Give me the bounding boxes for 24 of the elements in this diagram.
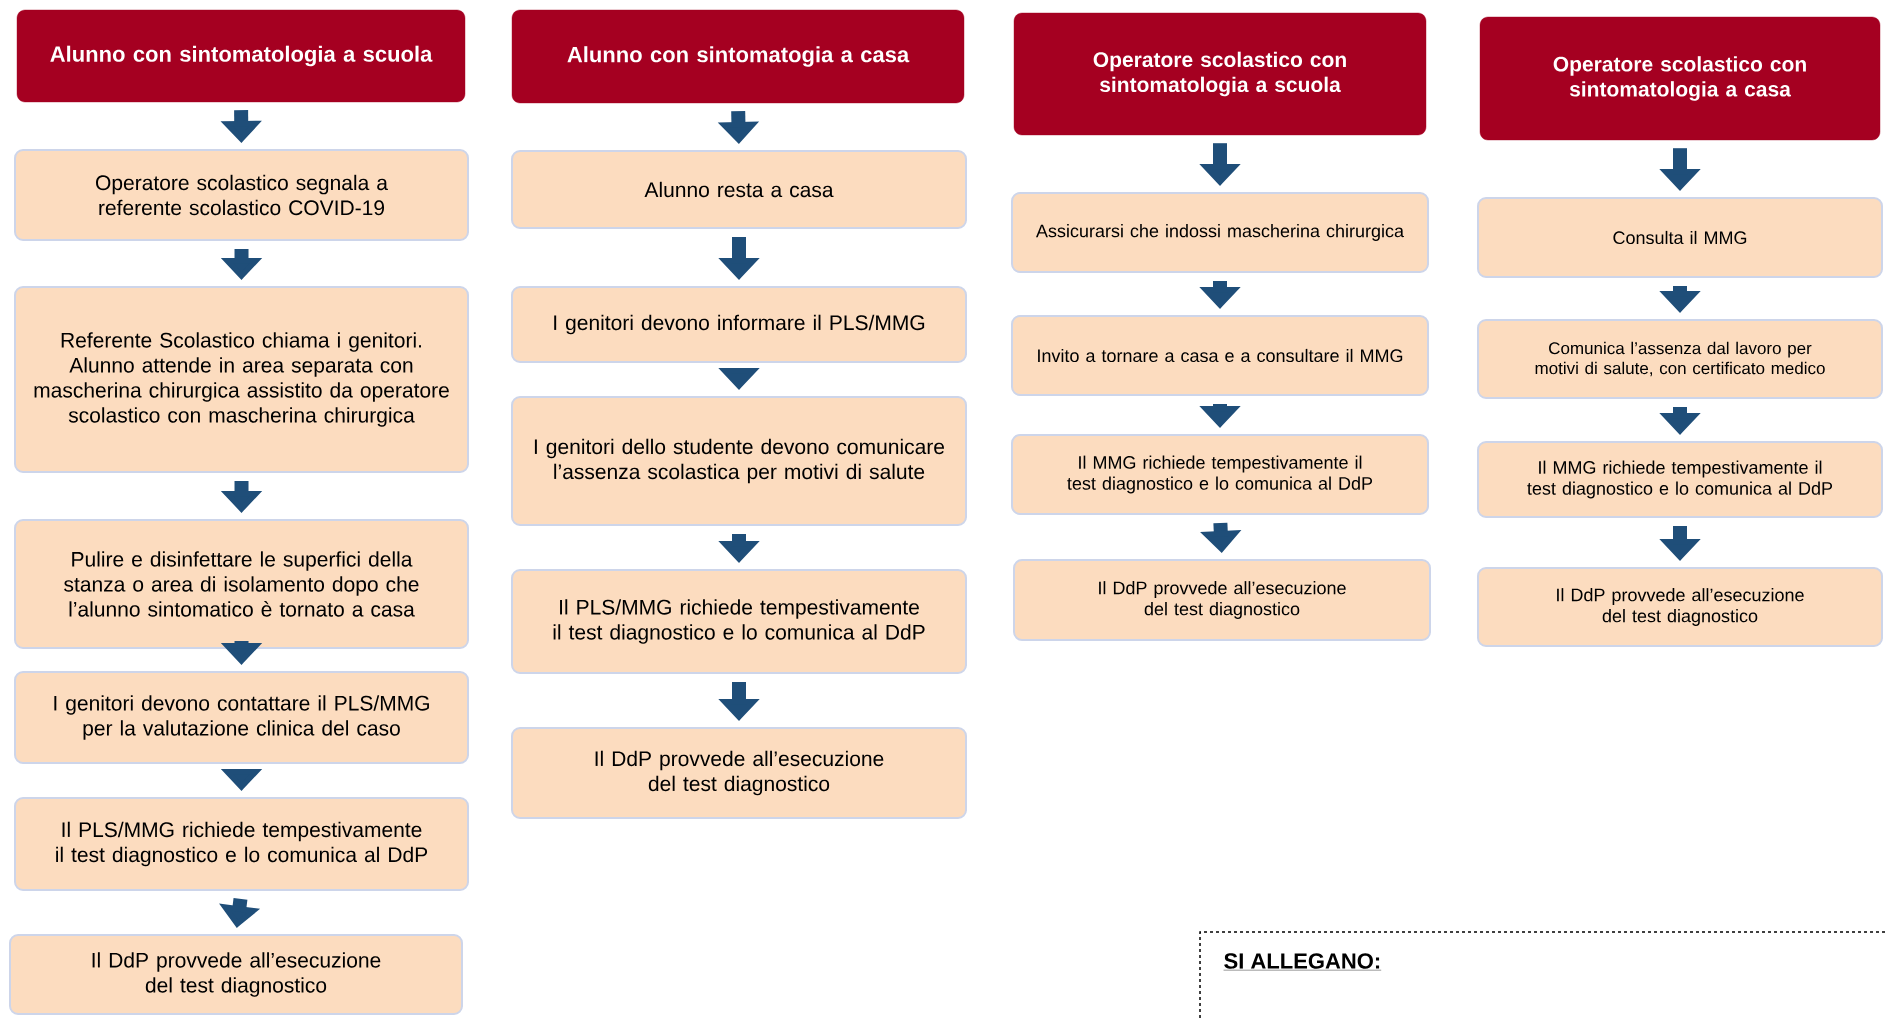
process-box: Il DdP provvede all’esecuzione del test diagnostico: [1013, 559, 1431, 641]
process-box: I genitori devono contattare il PLS/MMG per la valutazione clinica del caso: [14, 671, 469, 764]
header-box: Alunno con sintomatogia a casa: [511, 9, 965, 104]
process-box: Il PLS/MMG richiede tempestivamente il test diagnostico e lo comunica al DdP: [14, 797, 469, 891]
process-box: Il PLS/MMG richiede tempestivamente il test diagnostico e lo comunica al DdP: [511, 569, 967, 674]
process-box: Pulire e disinfettare le superfici della stanza o area di isolamento dopo che l’alunno sintomatico è tornato a casa: [14, 519, 469, 649]
process-box: Consulta il MMG: [1477, 197, 1883, 278]
process-box: Il DdP provvede all’esecuzione del test diagnostico: [9, 934, 463, 1015]
process-box: I genitori devono informare il PLS/MMG: [511, 286, 967, 363]
header-box: Operatore scolastico con sintomatologia a casa: [1479, 16, 1881, 141]
process-box: Alunno resta a casa: [511, 150, 967, 229]
header-box: Operatore scolastico con sintomatologia a scuola: [1013, 12, 1427, 136]
process-box: Il MMG richiede tempestivamente il test diagnostico e lo comunica al DdP: [1477, 441, 1883, 518]
process-box: Assicurarsi che indossi mascherina chirurgica: [1011, 192, 1429, 273]
process-box: Invito a tornare a casa e a consultare il MMG: [1011, 315, 1429, 396]
header-box: Alunno con sintomatologia a scuola: [16, 9, 466, 103]
process-box: Il DdP provvede all’esecuzione del test diagnostico: [1477, 567, 1883, 647]
process-box: I genitori dello studente devono comunicare l’assenza scolastica per motivi di salute: [511, 396, 967, 526]
process-box: Operatore scolastico segnala a referente scolastico COVID-19: [14, 149, 469, 241]
process-box: Il DdP provvede all’esecuzione del test diagnostico: [511, 727, 967, 819]
process-box: Comunica l’assenza dal lavoro per motivi di salute, con certificato medico: [1477, 319, 1883, 399]
process-box: Il MMG richiede tempestivamente il test diagnostico e lo comunica al DdP: [1011, 434, 1429, 515]
note-heading: SI ALLEGANO:: [1223, 953, 1382, 971]
process-box: Referente Scolastico chiama i genitori. Alunno attende in area separata con mascherina chirurgica assistito da operatore scolastico con mascherina chirurgica: [14, 286, 469, 473]
